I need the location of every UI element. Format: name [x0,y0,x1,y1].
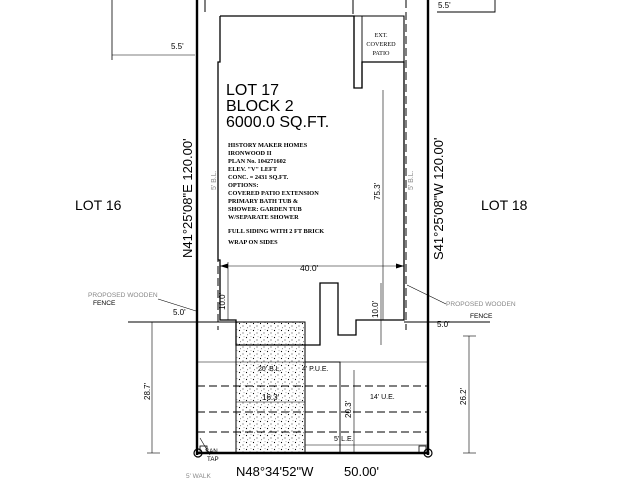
fence-right-label-2: FENCE [470,313,493,320]
patio-label-line: EXT. [374,32,388,39]
ue-14-label: 14' U.E. [370,394,395,401]
note-line: OPTIONS: [228,182,258,189]
note-line: WRAP ON SIDES [228,239,278,246]
fence-right-leader [406,284,447,305]
area-label: 6000.0 SQ.FT. [226,114,329,131]
house-notes: HISTORY MAKER HOMES IRONWOOD II PLAN No.… [228,142,324,246]
bottom-bearing: N48°34'52"W [236,464,314,479]
dim-house-depth-label: 75.3' [373,182,382,200]
sbl-right-label: 5' B.L. [408,170,415,190]
arrow-width-left [220,263,228,269]
driveway [235,321,306,454]
note-line: SHOWER: GARDEN TUB [228,206,303,213]
note-line: FULL SIDING WITH 2 FT BRICK [228,228,324,235]
sbl-left-label: 5' B.L. [211,170,218,190]
note-line: PRIMARY BATH TUB & [228,198,298,205]
bottom-distance: 50.00' [344,464,379,479]
lot-title: LOT 17 [226,82,279,99]
note-line: HISTORY MAKER HOMES [228,142,308,149]
corner-marker-right-dot [426,451,430,455]
top-right-bracket [437,0,496,13]
san-tap-label: SAN [205,448,218,455]
dim-garage-depth-label: 20.3' [344,400,353,418]
fence-left-leader [157,298,197,312]
dim-left-side-label: 5.0' [173,308,186,317]
left-bearing: N41°25'08"E 120.00' [180,138,195,258]
dim-right-side-label: 5.0' [437,320,450,329]
dim-drive-width-label: 16.3' [262,393,280,402]
dim-left-offset-label: 10.0' [218,292,227,310]
patio-label-line: PATIO [373,50,390,57]
corner-marker-left-dot [196,451,200,455]
san-tap-leader [199,437,211,456]
bl-20-label: 20' B.L. [258,366,282,373]
lot-16-label: LOT 16 [75,197,122,213]
le-5-label: 5' L.E. [334,436,354,443]
arrow-width-right [396,263,404,269]
right-bearing: S41°25'08"W 120.00' [431,138,446,260]
fence-left-label-2: FENCE [93,300,116,307]
walk-label: 5' WALK [186,473,212,480]
meter-box [418,445,427,454]
san-tap-label-2: TAP [207,456,219,463]
note-line: ELEV. "V" LEFT [228,166,278,173]
dim-right-offset-label: 10.0' [371,300,380,318]
pue-4-label: 4' P.U.E. [302,366,329,373]
patio-label: EXT. COVERED PATIO [366,32,396,57]
note-line: W/SEPARATE SHOWER [228,214,299,221]
note-line: COVERED PATIO EXTENSION [228,190,319,197]
dim-side-left-label: 5.5' [171,42,184,51]
dim-right-total-label: 26.2' [459,387,468,405]
tap-box [199,445,208,454]
fence-right-label: PROPOSED WOODEN [446,301,516,308]
dim-house-width-label: 40.0' [300,263,319,273]
note-line: IRONWOOD II [228,150,272,157]
dim-left-total-label: 28.7' [143,382,152,400]
block-label: BLOCK 2 [226,98,294,115]
lot-18-label: LOT 18 [481,197,528,213]
patio-label-line: COVERED [366,41,396,48]
fence-left-label: PROPOSED WOODEN [88,292,158,299]
note-line: PLAN No. 104271602 [228,158,286,165]
dim-top-right-label: 5.5' [438,1,451,10]
note-line: CONC. = 2431 SQ.FT. [228,174,289,181]
